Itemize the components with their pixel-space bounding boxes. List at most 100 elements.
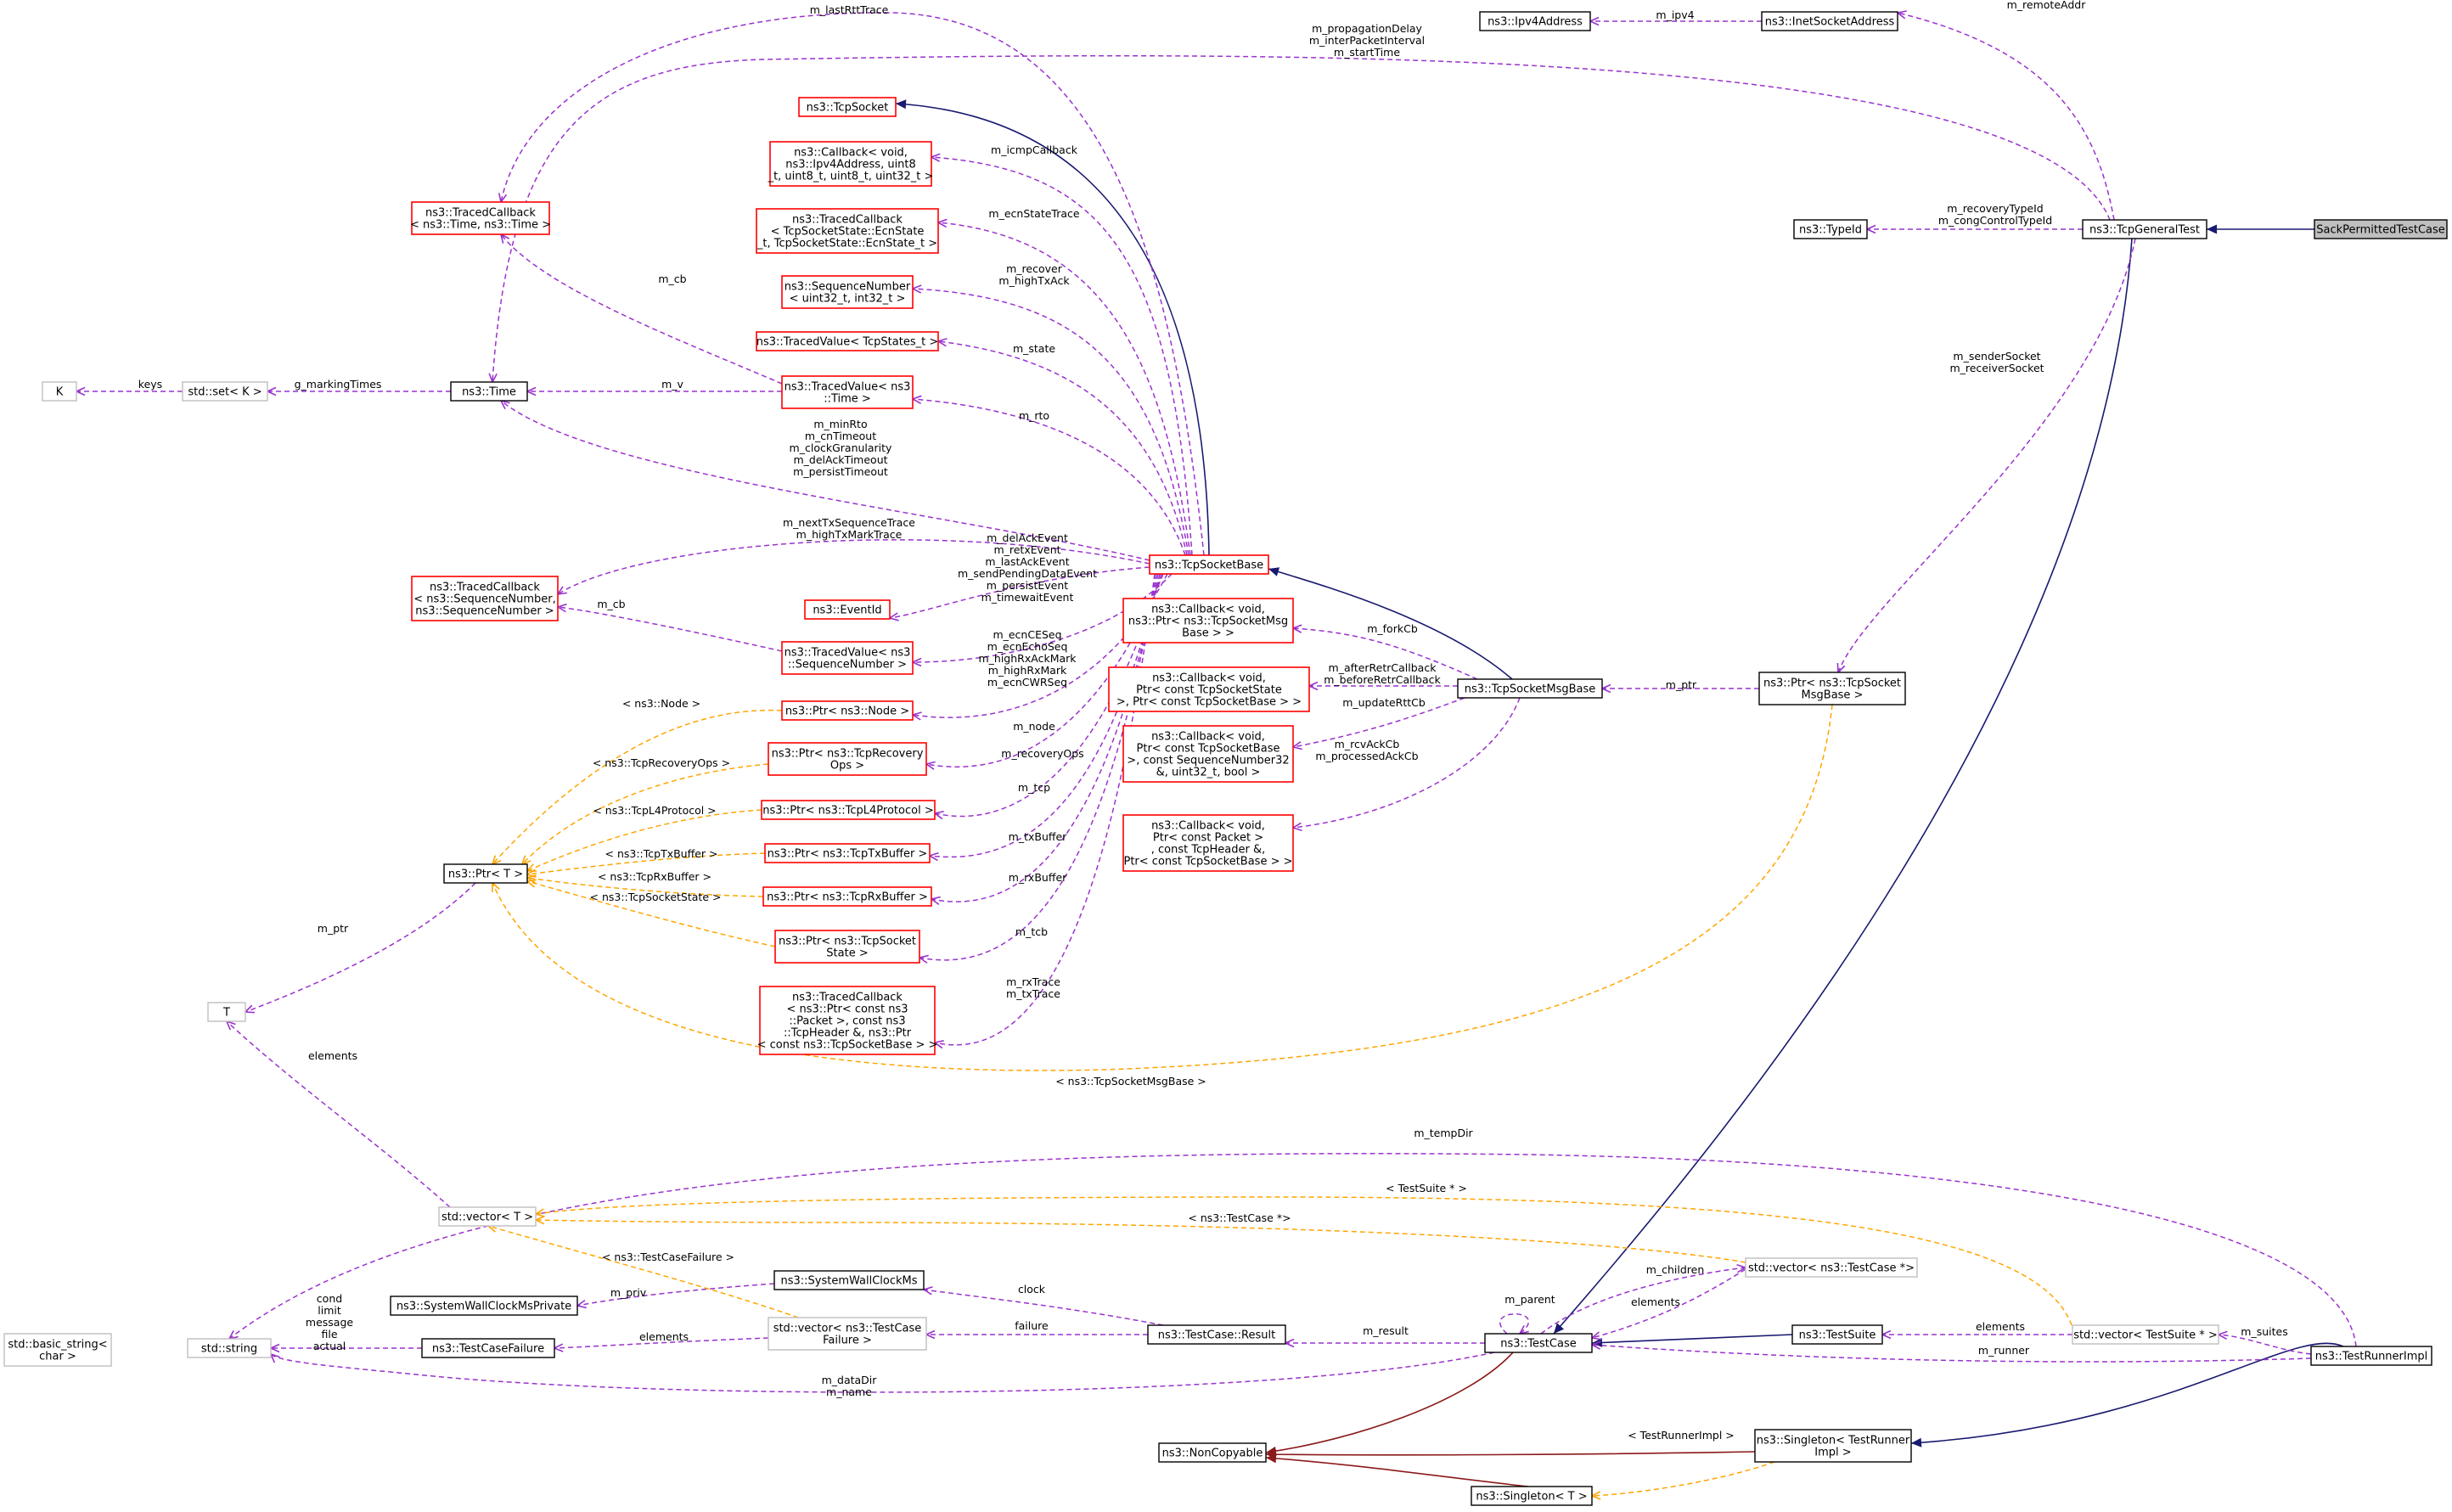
node-label-line: ::Time >	[824, 393, 871, 406]
edge-label: elements	[1631, 1296, 1680, 1308]
node-runnerimpl[interactable]: ns3::TestRunnerImpl	[2310, 1346, 2432, 1366]
edge-label: m_ecnEchoSeq	[987, 640, 1068, 653]
edge-label: keys	[138, 378, 162, 391]
node-ipv4addr[interactable]: ns3::Ipv4Address	[1479, 11, 1591, 31]
usage-edge	[270, 1352, 1495, 1393]
node-label-line: ns3::Ipv4Address	[1488, 16, 1583, 29]
usage-edge	[498, 12, 1205, 556]
node-vec-ts: std::vector< TestSuite * >	[2072, 1324, 2219, 1345]
inheritance-edge	[1591, 1334, 1793, 1347]
node-label-line: ns3::Singleton< T >	[1476, 1491, 1587, 1504]
node-cb-rcvack[interactable]: ns3::Callback< void,Ptr< const TcpSocket…	[1122, 725, 1294, 783]
node-label-line: < TcpSocketState::EcnState	[771, 226, 925, 239]
node-label-line: ns3::TestRunnerImpl	[2315, 1351, 2428, 1363]
edge-label: < ns3::TestCaseFailure >	[602, 1251, 734, 1263]
node-label-line: ns3::SystemWallClockMs	[780, 1275, 917, 1288]
node-noncopy[interactable]: ns3::NonCopyable	[1158, 1442, 1267, 1463]
node-cb-processed[interactable]: ns3::Callback< void,Ptr< const Packet >,…	[1122, 814, 1294, 872]
edge-label: m_ipv4	[1656, 8, 1694, 21]
usage-edge	[488, 54, 2111, 383]
inheritance-edge	[1553, 238, 2133, 1335]
usage-edge	[1540, 1264, 1746, 1335]
node-singleton-runner[interactable]: ns3::Singleton< TestRunnerImpl >	[1754, 1429, 1912, 1463]
node-box	[756, 331, 939, 351]
node-box	[798, 97, 897, 117]
node-ptr-l4[interactable]: ns3::Ptr< ns3::TcpL4Protocol >	[761, 800, 936, 820]
edge-label: m_delAckTimeout	[793, 453, 887, 466]
node-seqnum[interactable]: ns3::SequenceNumber< uint32_t, int32_t >	[781, 275, 914, 309]
node-tc-time[interactable]: ns3::TracedCallback< ns3::Time, ns3::Tim…	[410, 201, 551, 235]
node-cb-fork[interactable]: ns3::Callback< void,ns3::Ptr< ns3::TcpSo…	[1122, 598, 1294, 644]
edge-label: m_recoveryTypeId	[1947, 202, 2043, 215]
node-ptr-recovery[interactable]: ns3::Ptr< ns3::TcpRecoveryOps >	[768, 742, 927, 776]
node-singleton-t[interactable]: ns3::Singleton< T >	[1471, 1486, 1593, 1506]
node-ptr-state[interactable]: ns3::Ptr< ns3::TcpSocketState >	[774, 930, 920, 964]
node-tv-seq[interactable]: ns3::TracedValue< ns3::SequenceNumber >	[781, 641, 914, 675]
node-box	[768, 1317, 927, 1351]
inheritance-edge	[1268, 567, 1513, 680]
node-wallpriv[interactable]: ns3::SystemWallClockMsPrivate	[390, 1296, 578, 1316]
node-inetsock[interactable]: ns3::InetSocketAddress	[1761, 11, 1898, 31]
usage-edge	[554, 1337, 769, 1352]
node-label-line: ns3::TcpSocketBase	[1155, 559, 1263, 572]
node-tv-time[interactable]: ns3::TracedValue< ns3::Time >	[781, 375, 914, 409]
node-box	[1484, 1333, 1593, 1353]
edge-label: elements	[639, 1330, 689, 1343]
node-ptr-t[interactable]: ns3::Ptr< T >	[443, 863, 528, 884]
node-set: std::set< K >	[182, 381, 268, 402]
node-label-line: std::vector< ns3::TestCase	[773, 1323, 922, 1335]
node-ptr-tx[interactable]: ns3::Ptr< ns3::TcpTxBuffer >	[764, 843, 931, 863]
usage-edge	[912, 284, 1189, 556]
node-gentest[interactable]: ns3::TcpGeneralTest	[2082, 219, 2207, 239]
node-label-line: std::vector< TestSuite * >	[2073, 1329, 2218, 1342]
node-label-line: ns3::Singleton< TestRunner	[1757, 1435, 1910, 1447]
node-t: T	[207, 1002, 246, 1022]
edge-label: m_rto	[1019, 409, 1049, 422]
node-label-line: Ops >	[830, 760, 864, 773]
edge-label: m_rxBuffer	[1009, 871, 1067, 884]
node-tc-rxtx[interactable]: ns3::TracedCallback< ns3::Ptr< const ns3…	[757, 986, 938, 1055]
usage-edge	[931, 153, 1193, 556]
node-box	[781, 700, 914, 721]
node-label-line: std::vector< T >	[441, 1211, 533, 1224]
node-time[interactable]: ns3::Time	[450, 381, 528, 402]
node-msgbase[interactable]: ns3::TcpSocketMsgBase	[1457, 678, 1603, 699]
node-ptr-msgbase[interactable]: ns3::Ptr< ns3::TcpSocketMsgBase >	[1758, 672, 1906, 705]
node-ptr-node[interactable]: ns3::Ptr< ns3::Node >	[781, 700, 914, 721]
node-tcpsocket[interactable]: ns3::TcpSocket	[798, 97, 897, 117]
node-result[interactable]: ns3::TestCase::Result	[1147, 1324, 1286, 1345]
node-label-line: ns3::Ptr< ns3::Node >	[785, 705, 909, 718]
edge-label: m_ecnStateTrace	[988, 207, 1079, 220]
node-tc-seq[interactable]: ns3::TracedCallback< ns3::SequenceNumber…	[411, 576, 559, 621]
edge-label: m_receiverSocket	[1949, 362, 2044, 374]
node-box	[438, 1206, 537, 1227]
node-sockbase[interactable]: ns3::TcpSocketBase	[1149, 554, 1269, 575]
node-testcase[interactable]: ns3::TestCase	[1484, 1333, 1593, 1353]
node-cb-retr[interactable]: ns3::Callback< void,Ptr< const TcpSocket…	[1108, 666, 1310, 712]
node-eventid[interactable]: ns3::EventId	[804, 599, 891, 620]
node-wallms[interactable]: ns3::SystemWallClockMs	[773, 1270, 925, 1290]
node-testsuite[interactable]: ns3::TestSuite	[1791, 1324, 1883, 1345]
node-tc-ecn[interactable]: ns3::TracedCallback< TcpSocketState::Ecn…	[756, 208, 939, 254]
inheritance-edge	[1265, 1453, 1529, 1487]
node-vec-tc: std::vector< ns3::TestCase *>	[1745, 1257, 1918, 1278]
node-box	[1122, 814, 1294, 872]
edge-label: m_ptr	[318, 922, 349, 935]
template-edge	[535, 1196, 2072, 1326]
node-label-line: >, const SequenceNumber32	[1127, 755, 1289, 767]
edge-label: m_processedAckCb	[1315, 750, 1418, 762]
node-ptr-rx[interactable]: ns3::Ptr< ns3::TcpRxBuffer >	[762, 886, 932, 907]
node-label-line: < const ns3::TcpSocketBase > >	[757, 1039, 938, 1052]
node-typeid[interactable]: ns3::TypeId	[1793, 219, 1868, 239]
node-cb-icmp[interactable]: ns3::Callback< void,ns3::Ipv4Address, ui…	[768, 141, 934, 187]
edge-label: m_tcp	[1018, 781, 1050, 794]
node-label-line: char >	[39, 1351, 76, 1363]
node-label-line: < ns3::Time, ns3::Time >	[410, 219, 551, 232]
node-tcfailure[interactable]: ns3::TestCaseFailure	[421, 1338, 555, 1358]
edge-label: elements	[1976, 1320, 2025, 1333]
node-label-line: < ns3::SequenceNumber,	[413, 593, 556, 606]
node-tv-states[interactable]: ns3::TracedValue< TcpStates_t >	[756, 331, 939, 351]
node-label-line: ns3::TracedValue< ns3	[785, 647, 911, 660]
edge-label: m_ecnCESeq	[993, 628, 1061, 641]
node-sack[interactable]: SackPermittedTestCase	[2314, 219, 2448, 239]
